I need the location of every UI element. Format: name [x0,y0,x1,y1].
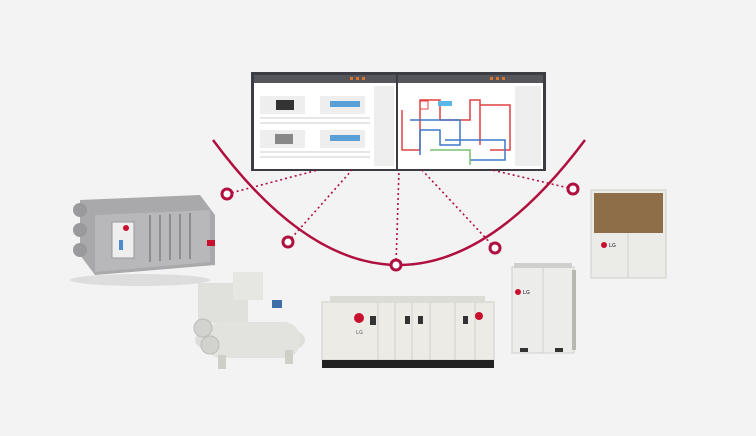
network-node [220,187,234,201]
control-software-monitor [251,72,546,171]
network-node [281,235,295,249]
network-nodes [220,182,580,272]
air-cooled-chiller-logo-text: LG [609,243,616,249]
ahu-logo-text: LG [356,330,363,336]
network-node [488,241,502,255]
monitor-left-screen [254,75,396,169]
centrifugal-chiller [193,272,305,369]
vrf-logo-text: LG [523,290,530,296]
network-connections [226,169,574,266]
absorption-chiller [70,195,215,286]
air-cooled-chiller: LG [590,189,667,279]
network-node [389,258,403,272]
network-node [566,182,580,196]
air-handling-unit: LG [321,296,495,368]
vrf-outdoor-unit: LG [511,263,576,354]
